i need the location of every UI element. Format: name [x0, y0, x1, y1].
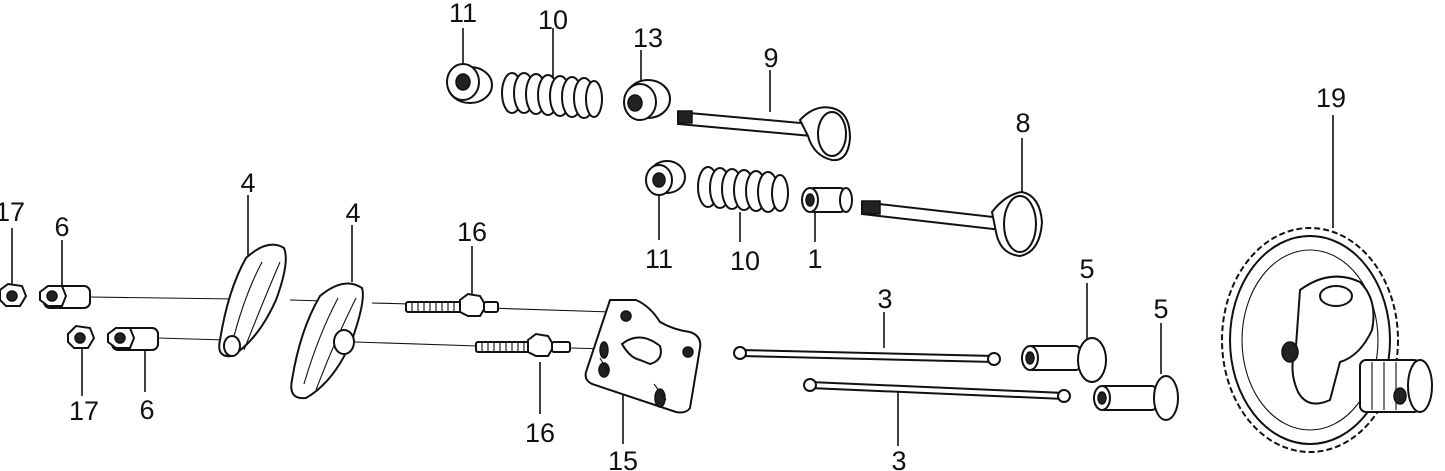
leader-lines [11, 28, 1334, 446]
valve-seat-13 [623, 79, 671, 121]
callout-9: 9 [763, 43, 778, 73]
callout-11-lower: 11 [645, 244, 673, 274]
callout-11-upper: 11 [449, 0, 477, 28]
callout-4-right: 4 [345, 198, 360, 228]
valve-spring-retainer-11-upper [446, 63, 493, 104]
rocker-stud-16-lower [475, 332, 571, 357]
callout-17-upper: 17 [0, 197, 25, 227]
valve-spring-10-lower [697, 166, 789, 213]
push-rod-guide-plate-15 [584, 299, 702, 414]
callout-6-lower: 6 [139, 395, 154, 425]
nut-17-lower [67, 324, 96, 349]
callout-10-lower: 10 [730, 246, 760, 276]
rocker-arm-4-right [290, 282, 364, 400]
push-rod-3-upper [733, 346, 1001, 366]
valve-8 [861, 190, 1044, 258]
callout-8: 8 [1015, 108, 1030, 138]
valve-spring-retainer-11-lower [645, 160, 686, 196]
callout-4-left: 4 [240, 168, 255, 198]
callout-19: 19 [1316, 83, 1346, 113]
pivot-6-upper [39, 285, 91, 309]
tappet-5-lower [1093, 375, 1179, 421]
rocker-stud-16-upper [405, 292, 499, 317]
camshaft-gear-19 [1221, 227, 1433, 453]
rocker-arm-4-left [218, 243, 287, 358]
callout-3-upper: 3 [877, 284, 892, 314]
callout-labels: 11 10 13 9 8 19 11 10 1 17 6 4 4 16 3 5 … [0, 0, 1346, 471]
callout-1: 1 [807, 244, 822, 274]
valve-spring-10-upper [501, 72, 603, 119]
callout-6-upper: 6 [54, 212, 69, 242]
callout-3-lower: 3 [891, 446, 906, 471]
valve-guide-1 [801, 187, 853, 213]
push-rod-3-lower [803, 378, 1071, 403]
callout-5-upper: 5 [1079, 254, 1094, 284]
tappet-5-upper [1021, 337, 1107, 383]
valve-9 [677, 106, 852, 162]
callout-16-upper: 16 [457, 217, 487, 247]
nut-17-upper [0, 282, 28, 307]
callout-15: 15 [608, 446, 638, 471]
pivot-6-lower [107, 327, 159, 351]
callout-13: 13 [633, 23, 663, 53]
callout-5-lower: 5 [1153, 294, 1168, 324]
callout-16-lower: 16 [525, 418, 555, 448]
callout-10-upper: 10 [538, 5, 568, 35]
callout-17-lower: 17 [69, 396, 99, 426]
